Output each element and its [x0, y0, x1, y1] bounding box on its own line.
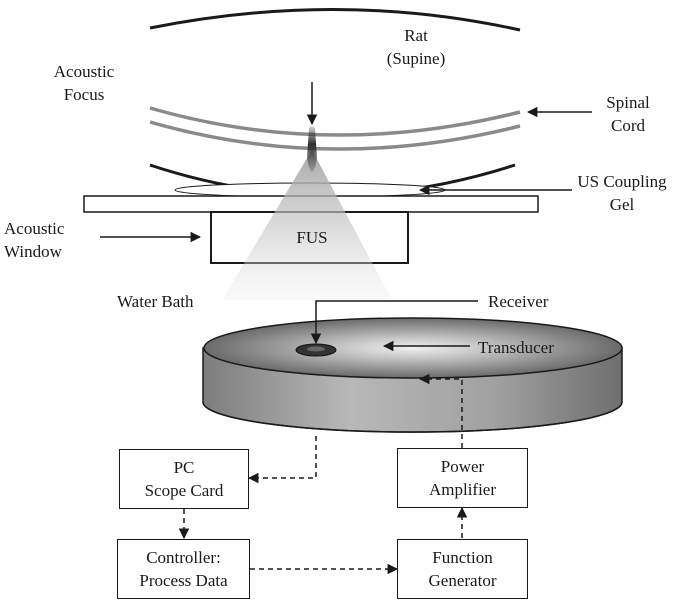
acoustic-focus-spot: [307, 126, 317, 172]
rat-body-curve: [149, 8, 521, 32]
pc-scope-card-line2: Scope Card: [144, 481, 224, 500]
acoustic-focus-line1: Acoustic: [53, 62, 115, 81]
controller-box: Controller: Process Data: [117, 539, 250, 599]
us-gel-line2: Gel: [609, 195, 635, 214]
receiver-arrow: [310, 300, 478, 345]
acoustic-window-line2: Window: [4, 242, 62, 261]
acoustic-focus-line2: Focus: [63, 85, 105, 104]
ultrasound-beam: [222, 150, 392, 300]
transducer-top: [203, 317, 623, 379]
receiver-element-highlight: [307, 346, 325, 352]
power-amplifier-box: Power Amplifier: [397, 448, 528, 508]
fus-label: FUS: [296, 228, 328, 247]
function-generator-box: Function Generator: [397, 539, 528, 599]
pc-scope-card-box: PC Scope Card: [119, 449, 249, 509]
controller-line1: Controller:: [146, 548, 221, 567]
transducer-bottom-rim: [202, 401, 623, 433]
us-gel-label: US Coupling Gel: [564, 170, 680, 216]
receiver-label: Receiver: [488, 292, 549, 311]
controller-line2: Process Data: [139, 571, 228, 590]
acoustic-focus-label: Acoustic Focus: [34, 60, 134, 106]
water-bath-label: Water Bath: [117, 292, 194, 311]
transducer-to-pc-path: [247, 436, 317, 484]
power-to-transducer-path: [418, 373, 463, 448]
rat-label-line1: Rat: [404, 26, 428, 45]
spinal-cord-upper: [149, 106, 521, 137]
pc-scope-card-line1: PC: [173, 458, 195, 477]
rat-label-line2: (Supine): [386, 49, 446, 68]
acoustic-window-label: Acoustic Window: [4, 217, 64, 263]
spinal-cord-lower: [149, 120, 521, 151]
rat-label: Rat (Supine): [366, 24, 466, 70]
function-generator-line1: Function: [432, 548, 493, 567]
acoustic-window-line1: Acoustic: [4, 219, 65, 238]
function-generator-line2: Generator: [428, 571, 497, 590]
transducer-label: Transducer: [478, 338, 554, 357]
us-gel-line1: US Coupling: [577, 172, 667, 191]
power-amplifier-line1: Power: [440, 457, 485, 476]
spinal-cord-line1: Spinal: [606, 93, 650, 112]
spinal-cord-label: Spinal Cord: [588, 91, 668, 137]
power-amplifier-line2: Amplifier: [428, 480, 497, 499]
spinal-cord-line2: Cord: [611, 116, 645, 135]
